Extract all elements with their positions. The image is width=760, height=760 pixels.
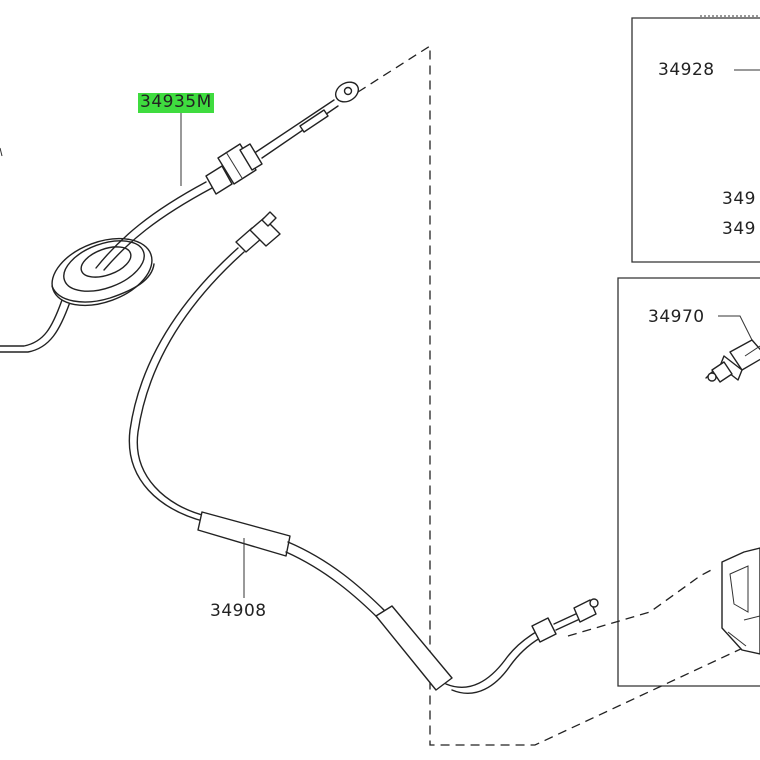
part-label-34935m[interactable]: 34935M — [138, 92, 214, 113]
switch-34970 — [705, 315, 760, 383]
edge-mark — [0, 147, 3, 157]
part-label-349-lower[interactable]: 349 — [722, 219, 756, 239]
bracket-part — [721, 547, 760, 655]
part-label-34970[interactable]: 34970 — [648, 307, 705, 327]
cable-34908 — [128, 211, 599, 695]
inset-box-lower — [617, 277, 760, 687]
part-label-349-upper[interactable]: 349 — [722, 189, 756, 209]
inset-box-upper — [631, 15, 760, 263]
cable-34935m — [0, 81, 360, 353]
part-label-34928[interactable]: 34928 — [658, 60, 715, 80]
dashed-reference-lines — [357, 44, 760, 746]
part-label-34908[interactable]: 34908 — [210, 601, 267, 621]
